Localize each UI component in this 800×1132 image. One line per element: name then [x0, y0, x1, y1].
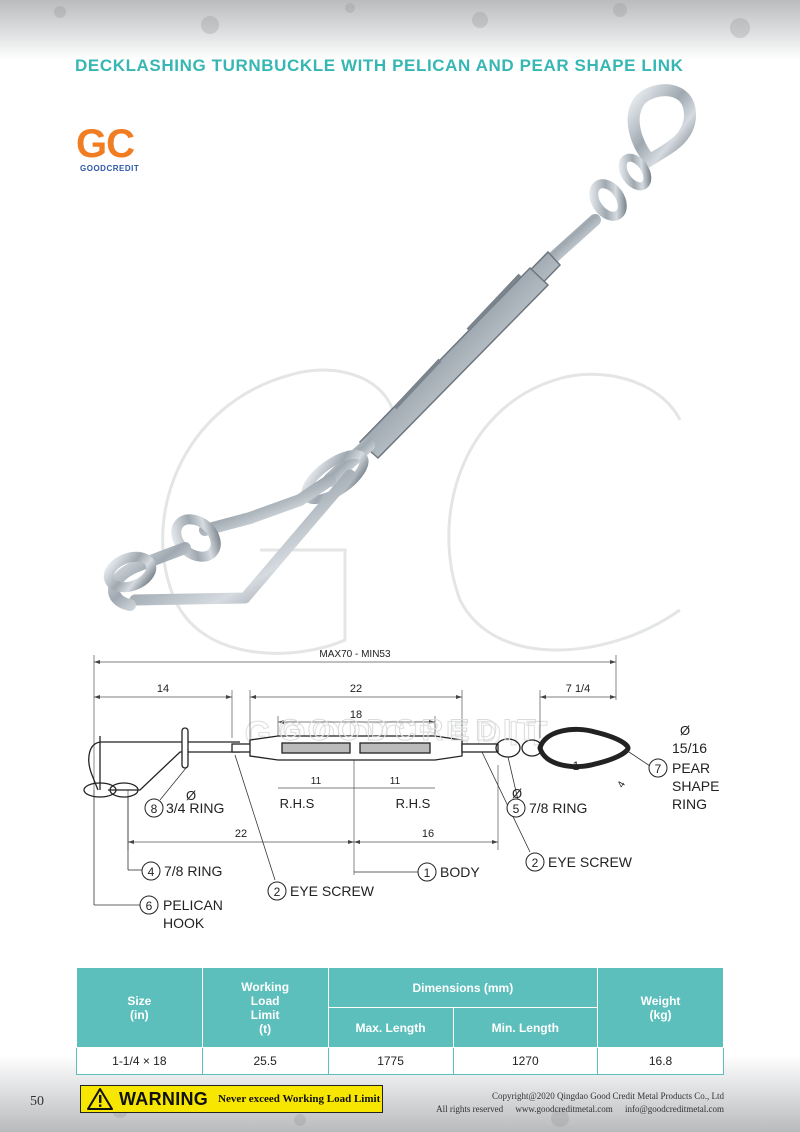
part-7-label-3: RING [672, 796, 707, 812]
part-6-num: 6 [146, 899, 153, 913]
cell-weight: 16.8 [597, 1047, 724, 1075]
company-logo: GC GOODCREDIT [76, 124, 166, 184]
header-size: Size(in) [76, 967, 203, 1048]
part-5-num: 5 [513, 802, 520, 816]
dim-7-1-4: 7 1/4 [566, 683, 590, 695]
part-7-label-2: SHAPE [672, 778, 719, 794]
part-2b-label: EYE SCREW [548, 854, 633, 870]
dim-11-right: 11 [390, 776, 401, 787]
email-link[interactable]: info@goodcreditmetal.com [624, 1104, 724, 1114]
dim-16: 16 [422, 828, 434, 840]
part-2a-label: EYE SCREW [290, 883, 375, 899]
header-max-length: Max. Length [327, 1007, 454, 1048]
part-2a-num: 2 [274, 885, 281, 899]
cell-size: 1-1/4 × 18 [76, 1047, 203, 1075]
logo-mark: GC [76, 122, 135, 166]
part-7-phi: Ø [680, 723, 690, 738]
part-7-size: 15/16 [672, 740, 707, 756]
part-8-label: 3/4 RING [166, 800, 224, 816]
rhs-right: R.H.S [396, 796, 431, 811]
dim-11-left: 11 [311, 776, 322, 787]
dim-overall: MAX70 - MIN53 [319, 649, 391, 660]
part-2b-num: 2 [532, 856, 539, 870]
dim-4: 4 [616, 779, 629, 790]
cell-wll: 25.5 [201, 1047, 329, 1075]
table-row: 1-1/4 × 18 25.5 1775 1270 16.8 [76, 1047, 724, 1075]
dim-22-bottom: 22 [235, 828, 247, 840]
part-1-label: BODY [440, 864, 480, 880]
website-link[interactable]: www.goodcreditmetal.com [515, 1104, 613, 1114]
cell-min: 1270 [452, 1047, 599, 1075]
watermark-small: GOODCREDIT [278, 714, 541, 747]
part-4-label: 7/8 RING [164, 863, 222, 879]
dim-1: 1 [573, 759, 580, 773]
header-dimensions: Dimensions (mm) [327, 967, 599, 1008]
logo-name: GOODCREDIT [80, 164, 140, 173]
part-8-num: 8 [151, 802, 158, 816]
part-1-num: 1 [424, 866, 431, 880]
part-5-label: 7/8 RING [529, 800, 587, 816]
part-5-phi: Ø [512, 786, 522, 801]
dim-18: 18 [350, 709, 362, 721]
copyright-block: Copyright@2020 Qingdao Good Credit Metal… [436, 1090, 724, 1116]
page-number: 50 [30, 1094, 44, 1109]
cell-max: 1775 [327, 1047, 454, 1075]
dim-22-top: 22 [350, 683, 362, 695]
part-6-label-1: PELICAN [163, 897, 223, 913]
rights-text: All rights reserved [436, 1104, 504, 1114]
header-weight: Weight(kg) [597, 967, 724, 1048]
part-4-num: 4 [148, 865, 155, 879]
header-min-length: Min. Length [452, 1007, 599, 1048]
rhs-left: R.H.S [280, 796, 315, 811]
warning-banner: WARNING Never exceed Working Load Limit [80, 1085, 383, 1113]
part-7-num: 7 [655, 762, 662, 776]
warning-triangle-icon [87, 1088, 113, 1110]
warning-label: WARNING [119, 1088, 209, 1109]
copyright-text: Copyright@2020 Qingdao Good Credit Metal… [491, 1091, 724, 1101]
part-7-label-1: PEAR [672, 760, 710, 776]
part-8-phi: Ø [186, 788, 196, 803]
dim-14: 14 [157, 683, 169, 695]
page-title: DECKLASHING TURNBUCKLE WITH PELICAN AND … [75, 56, 684, 75]
warning-text: Never exceed Working Load Limit [218, 1093, 381, 1105]
part-6-label-2: HOOK [163, 915, 205, 931]
